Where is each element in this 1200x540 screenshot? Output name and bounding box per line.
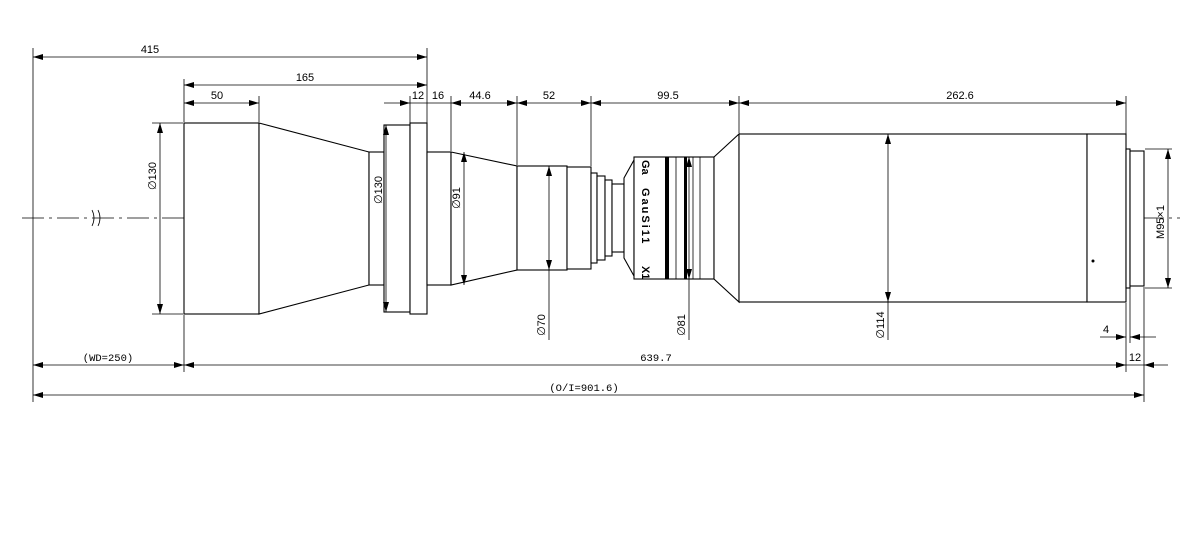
rear-cone (713, 132, 740, 304)
adapter-ring-c (604, 179, 613, 257)
flange-outer (383, 124, 411, 313)
cone-collar (368, 151, 385, 286)
adapter-ring-b (596, 175, 606, 261)
dim-262-6: 262.6 (946, 90, 974, 102)
second-cone (450, 151, 518, 286)
dim-52: 52 (543, 90, 555, 102)
dia-cone-91: ∅91 (451, 187, 463, 209)
dim-165: 165 (296, 72, 314, 84)
front-barrel (183, 122, 260, 315)
dim-50: 50 (211, 90, 223, 102)
dim-12-flange: 12 (412, 90, 424, 102)
coupler-body (633, 156, 715, 280)
rear-barrel (738, 133, 1088, 303)
dim-wd: (WD=250) (83, 353, 133, 365)
dim-16: 16 (432, 90, 444, 102)
flange-plate (409, 122, 428, 315)
ring-text-top: Ga (639, 160, 651, 176)
thread-m95: M95×1 (1155, 205, 1167, 239)
dia-flange-130: ∅130 (373, 176, 385, 204)
adapter-ring-d (611, 183, 625, 253)
adapter-ring-a (590, 172, 598, 264)
dim-4: 4 (1103, 324, 1109, 336)
dim-99-5: 99.5 (657, 90, 678, 102)
dim-total: (O/I=901.6) (549, 383, 618, 395)
ring-text-middle: GauSi11 (639, 188, 651, 245)
mid-barrel (516, 165, 568, 271)
dim-639-7: 639.7 (640, 353, 672, 365)
dia-front-130: ∅130 (147, 162, 159, 190)
vertical-dimensions (157, 123, 1171, 340)
mid-barrel-step (566, 166, 592, 270)
rear-thread-step (1125, 148, 1131, 289)
dim-415: 415 (141, 44, 159, 56)
coupler-band-2 (684, 157, 687, 279)
rear-barrel-end (1086, 133, 1127, 303)
ring-text-bottom: X1 (639, 266, 651, 279)
dia-rear-114: ∅114 (875, 311, 887, 338)
coupler-front (623, 157, 635, 279)
rear-thread (1129, 150, 1145, 287)
dia-ring-81: ∅81 (676, 314, 688, 336)
dia-mid-70: ∅70 (536, 314, 548, 336)
dim-12-thread: 12 (1129, 352, 1141, 364)
screw-dot (1091, 259, 1095, 263)
horizontal-dimensions (33, 54, 1168, 398)
coupler-band-1 (665, 157, 669, 279)
axis-break-symbol (91, 209, 101, 227)
front-cone (258, 122, 370, 315)
inner-collar (426, 151, 452, 286)
dim-44-6: 44.6 (469, 90, 490, 102)
lens-body (183, 122, 1145, 315)
